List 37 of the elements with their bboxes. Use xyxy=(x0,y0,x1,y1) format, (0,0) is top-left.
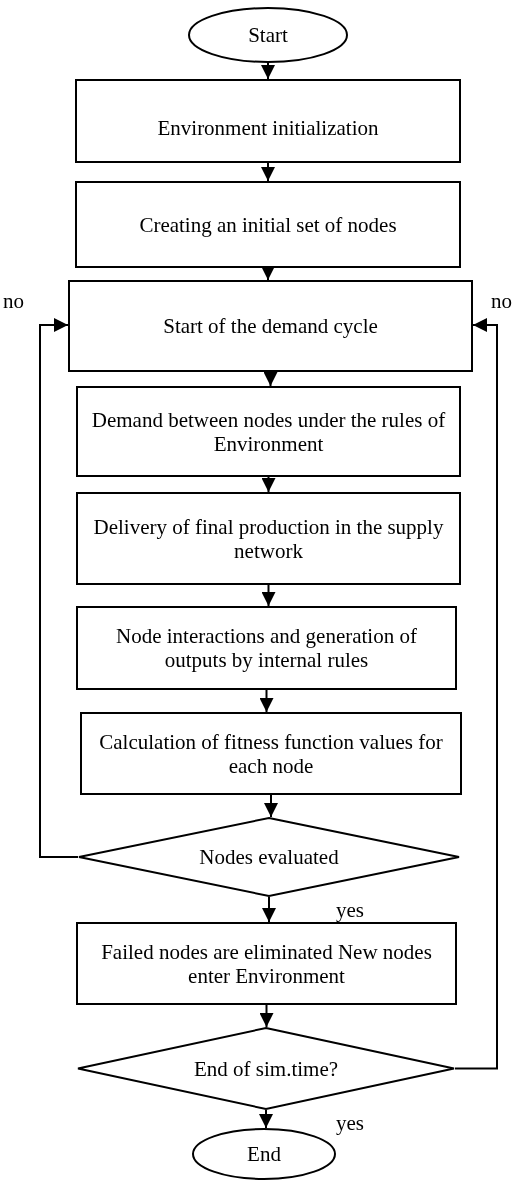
process-box xyxy=(68,280,473,372)
node-text: Demand between nodes under the rules of Environment xyxy=(90,407,447,456)
arrow xyxy=(261,476,276,493)
arrow xyxy=(264,794,278,818)
node-text: Start xyxy=(247,23,289,47)
node-text: Environment initialization xyxy=(156,116,380,140)
node-text: End xyxy=(246,1142,282,1166)
arrow xyxy=(261,584,276,607)
process-box xyxy=(80,712,462,795)
node-text: Node interactions and generation of outputs by internal rules xyxy=(115,624,418,672)
node-text: Calculation of fitness function values for each node xyxy=(98,729,444,778)
decision-diamond xyxy=(78,817,460,897)
node-text: Delivery of final production in the supply network xyxy=(92,514,445,563)
process-box xyxy=(75,79,461,163)
node-text: Nodes evaluated xyxy=(198,845,340,869)
node-text: Start of the demand cycle xyxy=(162,314,379,338)
node-text: Creating an initial set of nodes xyxy=(138,212,398,237)
arrow xyxy=(259,1004,274,1028)
arrow xyxy=(39,318,79,858)
process-box xyxy=(75,181,461,268)
node-text: End of sim.time? xyxy=(192,1056,340,1081)
arrow xyxy=(259,689,274,713)
terminal-ellipse xyxy=(192,1128,336,1180)
node-text: Failed nodes are eliminated New nodes enter Environment xyxy=(100,939,433,988)
arrow xyxy=(259,1109,273,1129)
arrow xyxy=(261,162,275,182)
decision-diamond xyxy=(77,1027,455,1110)
terminal-ellipse xyxy=(188,7,348,63)
arrow xyxy=(262,896,276,923)
process-box xyxy=(76,492,461,585)
arrow xyxy=(263,371,278,387)
process-box xyxy=(76,386,461,477)
process-box xyxy=(76,606,457,690)
process-box xyxy=(76,922,457,1005)
arrow xyxy=(261,266,275,281)
arrow xyxy=(261,62,275,80)
arrow xyxy=(454,318,498,1070)
